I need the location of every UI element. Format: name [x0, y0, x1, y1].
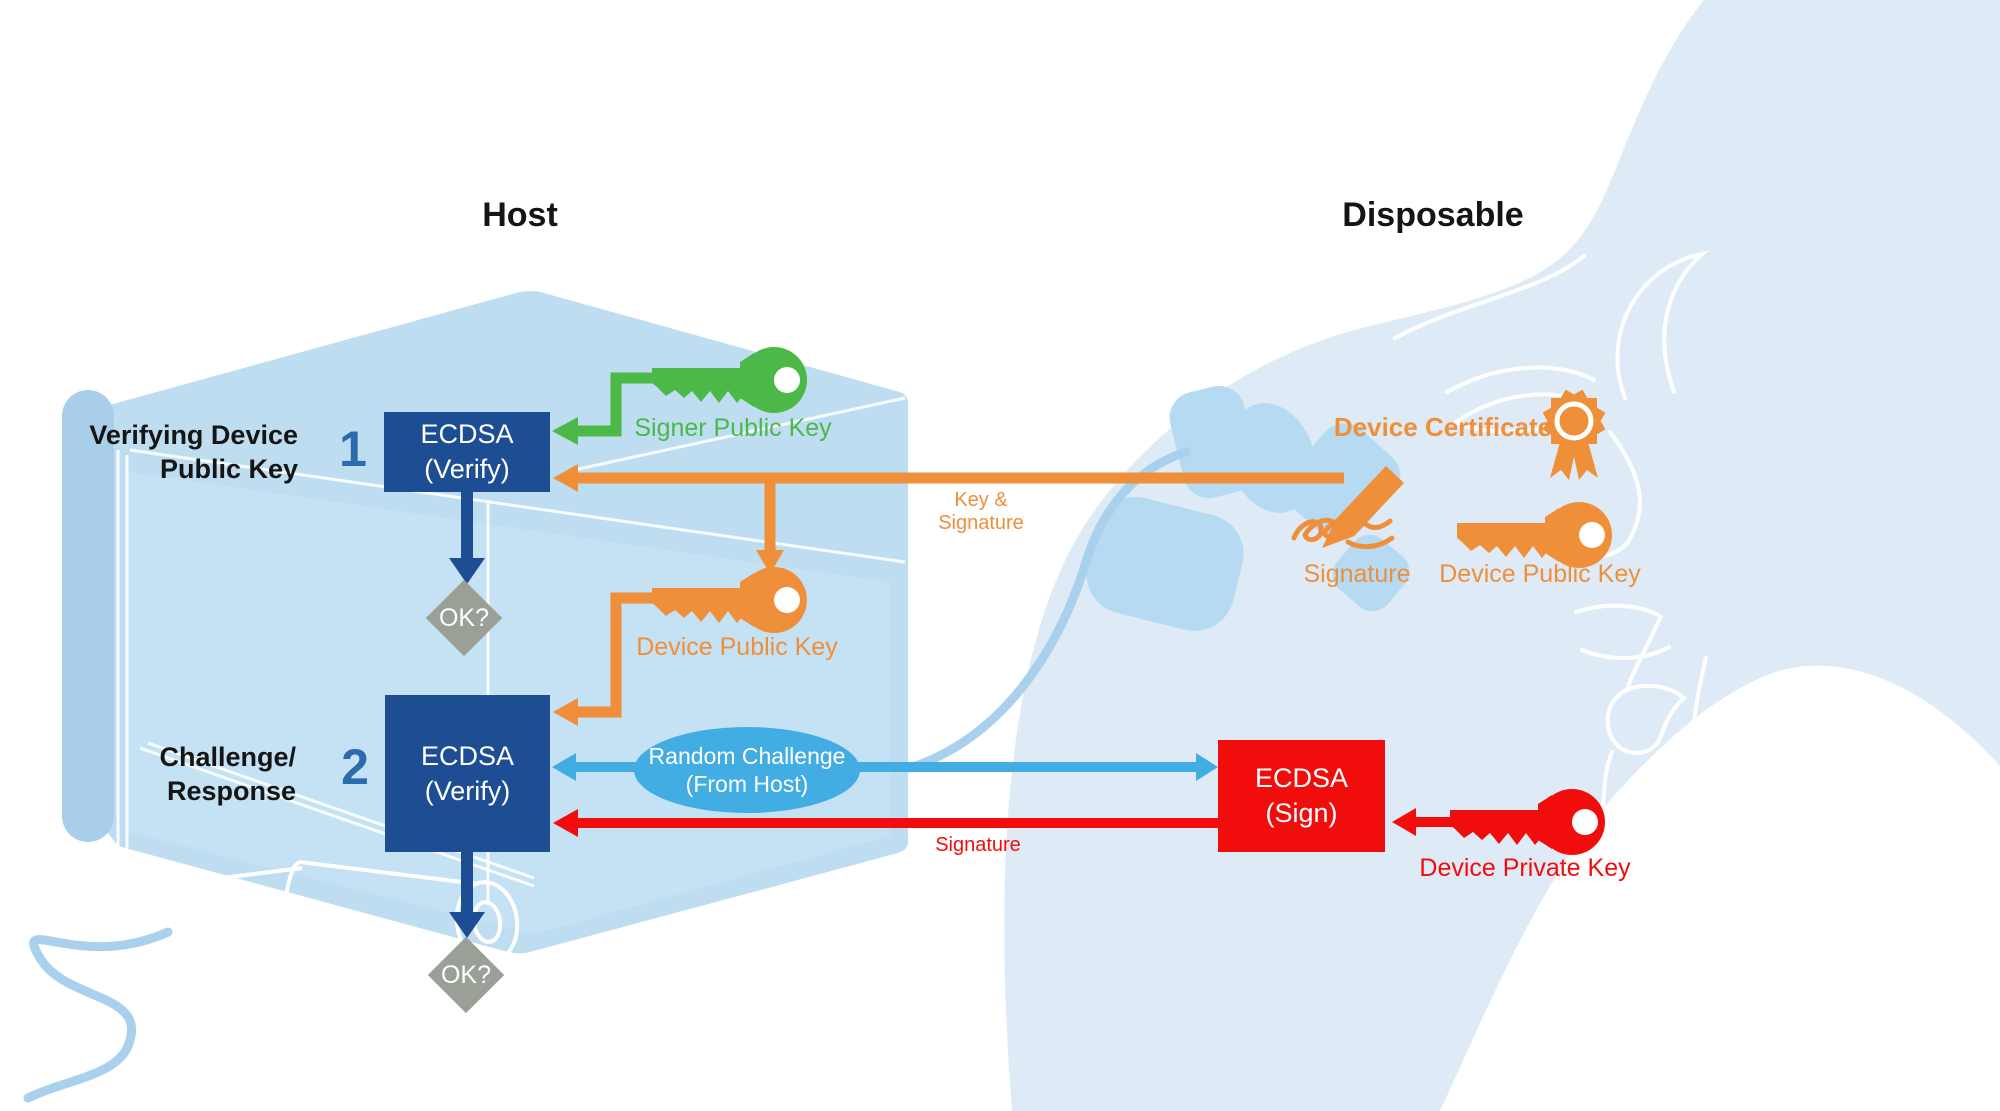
- key-and-signature-line2: Signature: [938, 512, 1024, 534]
- ok-decision-1-text: OK?: [438, 603, 490, 632]
- host-machine-left-edge: [62, 390, 114, 842]
- step2-label-line2: Response: [166, 776, 296, 806]
- step2-label: Challenge/ Response: [159, 740, 296, 808]
- key-signature-arrow: [553, 464, 1344, 492]
- key-signature-branch-arrow: [756, 478, 784, 574]
- device-public-key-disposable-icon: [1457, 502, 1612, 568]
- device-private-key-icon: [1450, 789, 1605, 855]
- ok-decision-2: OK?: [427, 936, 505, 1014]
- shoulder-highlight: [1440, 665, 2000, 1111]
- key-and-signature-line1: Key &: [954, 489, 1008, 511]
- device-public-key-host-icon: [652, 567, 807, 633]
- random-challenge-line2: (From Host): [685, 771, 809, 797]
- device-certificate-label: Device Certificate: [1333, 412, 1553, 442]
- host-cable-loop: [23, 927, 173, 1103]
- ecdsa-sign-line2: (Sign): [1265, 798, 1338, 828]
- signature-flow-label: Signature: [935, 834, 1021, 856]
- signer-public-key-label: Signer Public Key: [634, 414, 832, 442]
- signer-public-key-icon: [652, 347, 807, 413]
- device-private-key-label: Device Private Key: [1419, 854, 1631, 882]
- verify1-result-arrow: [449, 492, 485, 584]
- step1-label-line2: Public Key: [159, 454, 298, 484]
- disposable-title: Disposable: [1342, 196, 1524, 234]
- key-and-signature-annotation: Key & Signature: [938, 489, 1024, 535]
- host-title: Host: [482, 196, 558, 234]
- step1-label: Verifying Device Public Key: [89, 418, 298, 486]
- ecdsa-verify-1-line2: (Verify): [424, 454, 510, 484]
- ecdsa-verify-2-box: ECDSA (Verify): [385, 695, 550, 852]
- pen-signature-icon: [1291, 466, 1404, 550]
- ecdsa-verify-2-line1: ECDSA: [420, 740, 515, 771]
- device-public-key-host-label: Device Public Key: [636, 633, 838, 661]
- device-public-key-disposable-label: Device Public Key: [1439, 560, 1641, 588]
- step2-label-line1: Challenge/: [159, 742, 296, 772]
- signature-icon-label: Signature: [1303, 560, 1411, 588]
- ecdsa-verify-1-line1: ECDSA: [420, 419, 514, 450]
- step1-number: 1: [339, 421, 367, 477]
- ok-decision-1: OK?: [425, 579, 503, 657]
- certificate-rosette-icon: [1542, 389, 1606, 480]
- random-challenge-bubble: Random Challenge (From Host): [634, 727, 860, 813]
- ok-decision-2-text: OK?: [440, 960, 492, 989]
- verify2-result-arrow: [449, 852, 485, 938]
- random-challenge-line1: Random Challenge: [648, 742, 846, 769]
- ecdsa-verify-2-line2: (Verify): [424, 775, 511, 806]
- signature-response-arrow: [553, 809, 1218, 837]
- ecdsa-sign-box: ECDSA (Sign): [1218, 740, 1385, 852]
- step2-number: 2: [341, 739, 369, 795]
- ecdsa-sign-line1: ECDSA: [1254, 763, 1349, 794]
- private-key-arrow: [1392, 808, 1452, 836]
- ecdsa-verify-1-box: ECDSA (Verify): [384, 412, 550, 492]
- step1-label-line1: Verifying Device: [89, 420, 298, 450]
